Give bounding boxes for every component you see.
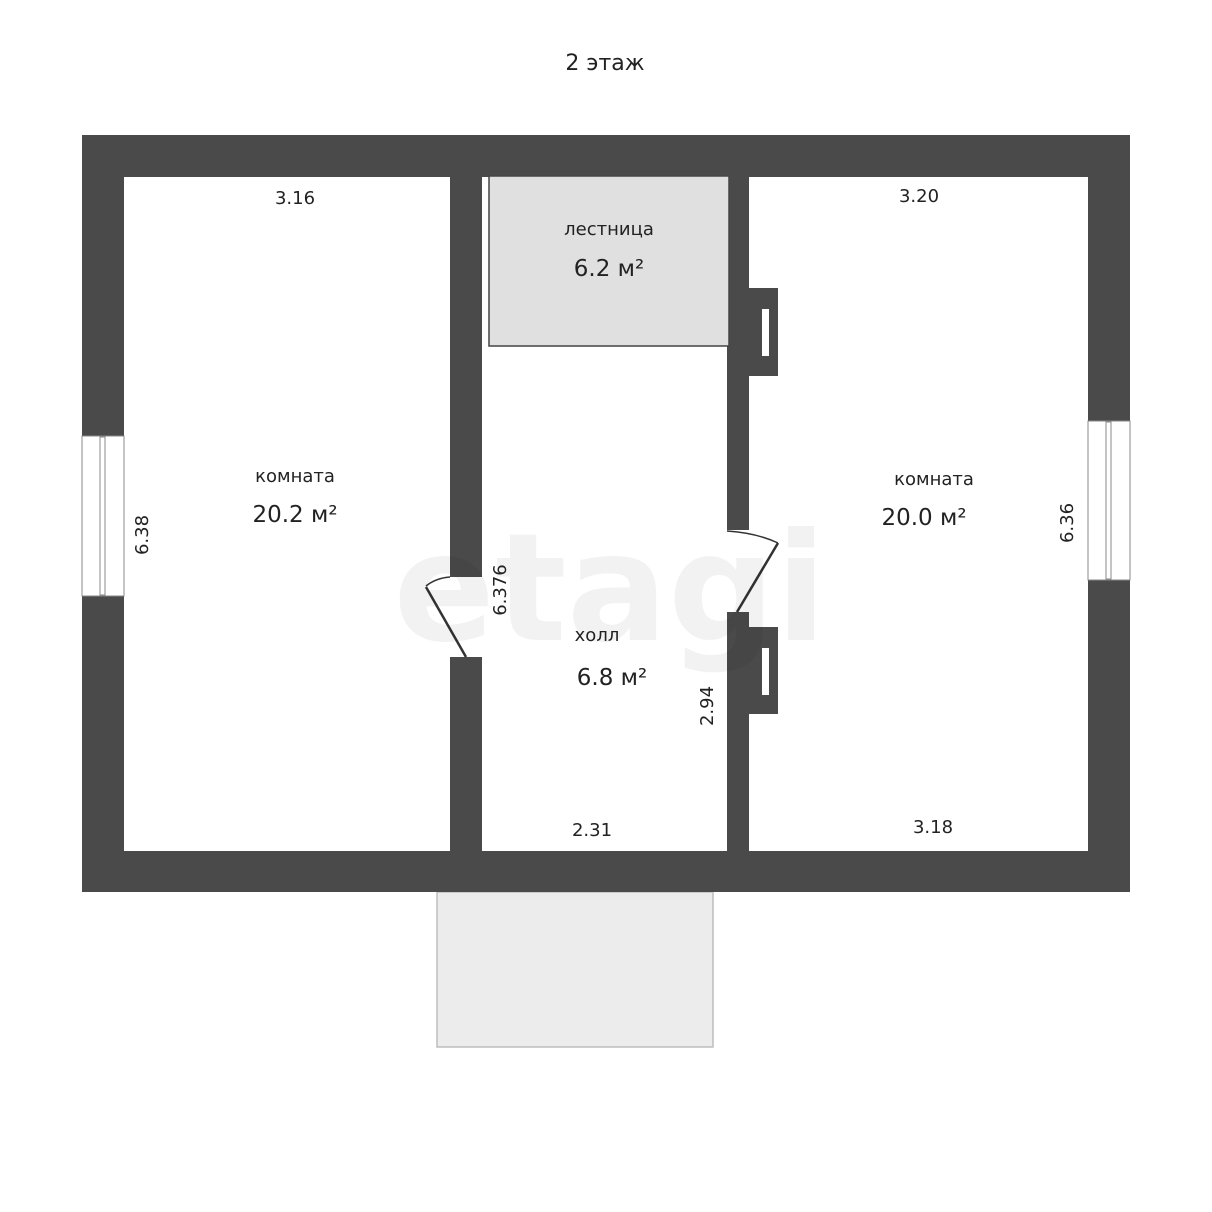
left-room-area: 20.2 м² xyxy=(252,502,337,528)
chimney-lower xyxy=(749,627,778,714)
floor-title: 2 этаж xyxy=(565,51,644,76)
hall-dim-right: 2.94 xyxy=(697,686,718,726)
left-room-dim-top: 3.16 xyxy=(275,188,315,209)
window-left xyxy=(81,435,125,597)
stairs-area-label: 6.2 м² xyxy=(574,256,644,282)
hall-name: холл xyxy=(575,625,620,646)
hall-dim-bottom: 2.31 xyxy=(572,820,612,841)
wall-left-upper xyxy=(450,177,482,577)
hall-dim-left: 6.376 xyxy=(490,564,511,616)
right-room-dim-side: 6.36 xyxy=(1057,503,1078,543)
watermark: etagi xyxy=(393,502,826,676)
chimney-upper xyxy=(749,288,778,376)
door-left-room xyxy=(424,576,468,658)
left-room-dim-side: 6.38 xyxy=(132,515,153,555)
stairs-name: лестница xyxy=(564,219,654,240)
door-right-room xyxy=(726,530,780,613)
balcony xyxy=(436,891,714,1048)
stairs-area xyxy=(488,175,730,347)
wall-right-upper xyxy=(727,177,749,530)
right-room-area: 20.0 м² xyxy=(881,505,966,531)
wall-right-lower xyxy=(727,612,749,851)
window-right xyxy=(1087,420,1131,581)
wall-left-lower xyxy=(450,657,482,851)
hall-area: 6.8 м² xyxy=(577,665,647,691)
right-room-name: комната xyxy=(894,469,974,490)
right-room-dim-top: 3.20 xyxy=(899,186,939,207)
right-room-dim-bottom: 3.18 xyxy=(913,817,953,838)
left-room-name: комната xyxy=(255,466,335,487)
